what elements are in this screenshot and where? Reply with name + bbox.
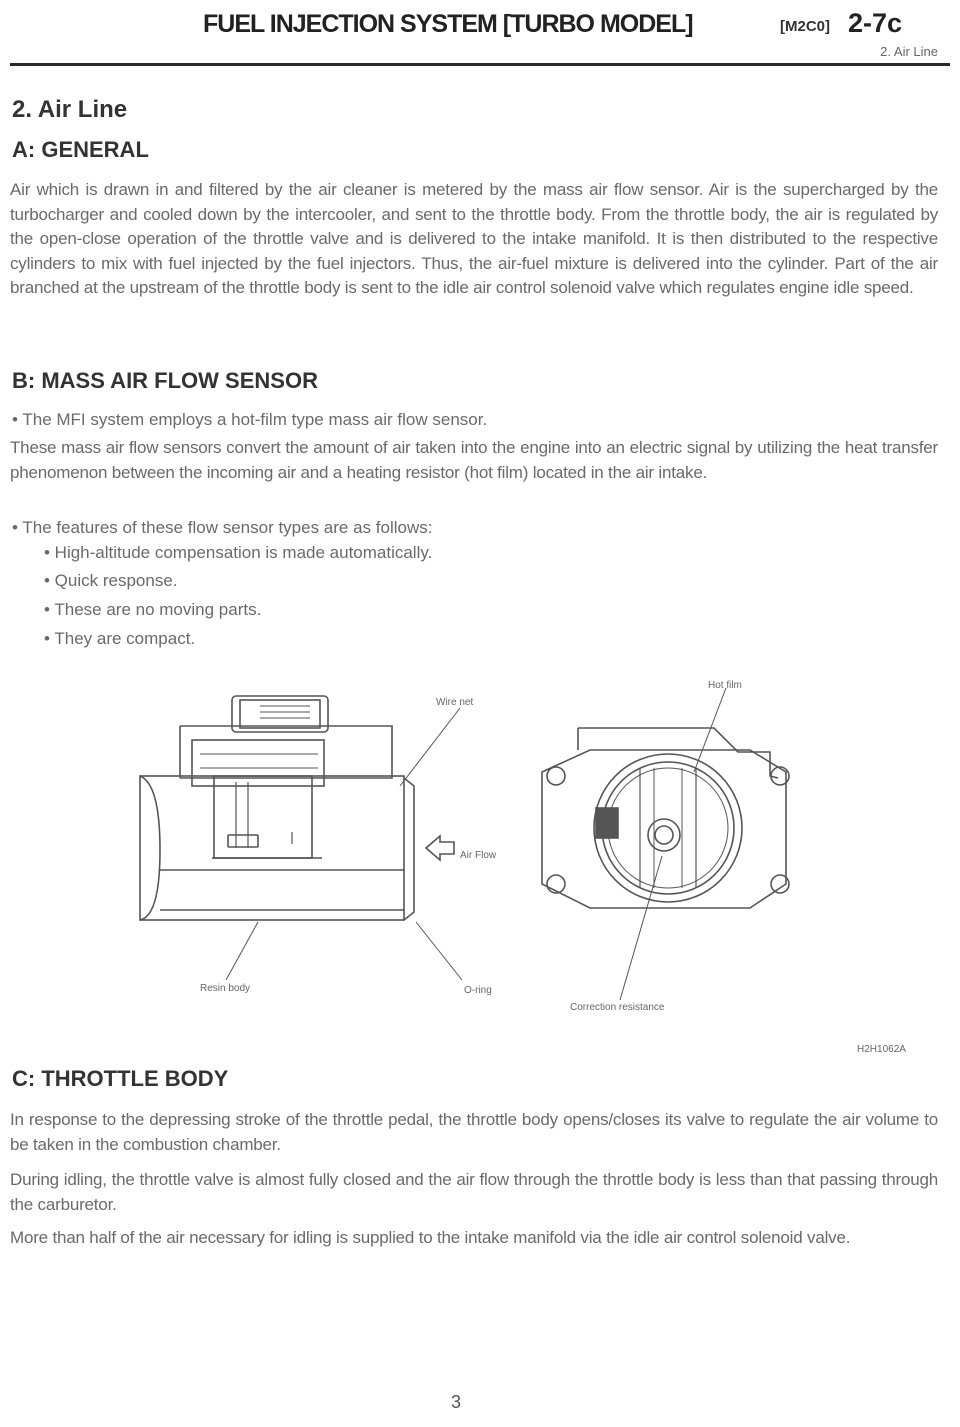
header-rule bbox=[10, 63, 950, 66]
feature-item: • They are compact. bbox=[44, 629, 196, 648]
feature-item: • High-altitude compensation is made aut… bbox=[44, 543, 433, 562]
header-page-ref: 2-7c bbox=[848, 8, 903, 38]
maf-sensor-figure bbox=[139, 687, 790, 1001]
label-hot-film: Hot film bbox=[708, 680, 742, 691]
header-code: [M2C0] bbox=[780, 18, 831, 35]
figure-code: H2H1062A bbox=[857, 1044, 906, 1055]
feature-item: • Quick response. bbox=[44, 571, 178, 590]
sensor-side-view bbox=[139, 695, 415, 921]
label-resin-body: Resin body bbox=[200, 983, 251, 994]
maf-paragraph: These mass air flow sensors convert the … bbox=[10, 438, 938, 482]
header-title: FUEL INJECTION SYSTEM [TURBO MODEL] bbox=[203, 10, 694, 38]
general-body: Air which is drawn in and filtered by th… bbox=[10, 180, 938, 297]
throttle-paragraph-2: During idling, the throttle valve is alm… bbox=[10, 1170, 938, 1214]
throttle-paragraph-1: In response to the depressing stroke of … bbox=[10, 1110, 938, 1154]
throttle-heading: C: THROTTLE BODY bbox=[12, 1066, 229, 1091]
page-number: 3 bbox=[451, 1392, 462, 1412]
label-correction-resistance: Correction resistance bbox=[570, 1002, 665, 1013]
header-section: 2. Air Line bbox=[880, 44, 938, 59]
maf-bullet-2: • The features of these flow sensor type… bbox=[12, 518, 433, 537]
label-air-flow: Air Flow bbox=[460, 850, 497, 861]
label-o-ring: O-ring bbox=[464, 985, 492, 996]
section-title: 2. Air Line bbox=[12, 96, 128, 123]
throttle-paragraph-3: More than half of the air necessary for … bbox=[10, 1228, 851, 1247]
general-heading: A: GENERAL bbox=[12, 137, 149, 162]
label-wire-net: Wire net bbox=[436, 697, 474, 708]
air-flow-arrow-icon bbox=[424, 834, 455, 862]
sensor-front-view bbox=[541, 727, 790, 909]
feature-item: • These are no moving parts. bbox=[44, 600, 262, 619]
maf-bullet-1: • The MFI system employs a hot-film type… bbox=[12, 410, 488, 429]
maf-heading: B: MASS AIR FLOW SENSOR bbox=[12, 368, 318, 393]
